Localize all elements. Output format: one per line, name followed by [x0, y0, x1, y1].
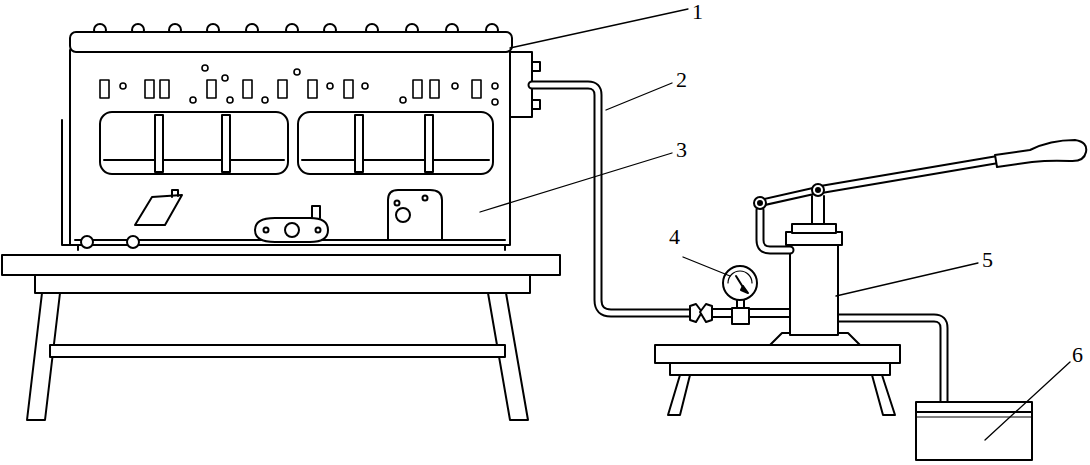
callout-number: 4 — [669, 225, 680, 249]
hand-pump — [754, 140, 1086, 345]
return-pipe — [836, 318, 944, 410]
cylinder-block — [62, 50, 510, 250]
leader-lines — [480, 9, 1070, 440]
callout-number: 6 — [1072, 343, 1083, 367]
callout-number: 3 — [676, 138, 687, 162]
callout-number: 2 — [676, 68, 687, 92]
callout-number: 1 — [692, 0, 703, 24]
work-table — [2, 255, 560, 420]
fluid-tank — [916, 402, 1032, 460]
callout-number: 5 — [982, 248, 993, 272]
cylinder-head — [70, 24, 540, 117]
pressure-hose — [532, 85, 690, 313]
pump-stand — [655, 345, 900, 415]
